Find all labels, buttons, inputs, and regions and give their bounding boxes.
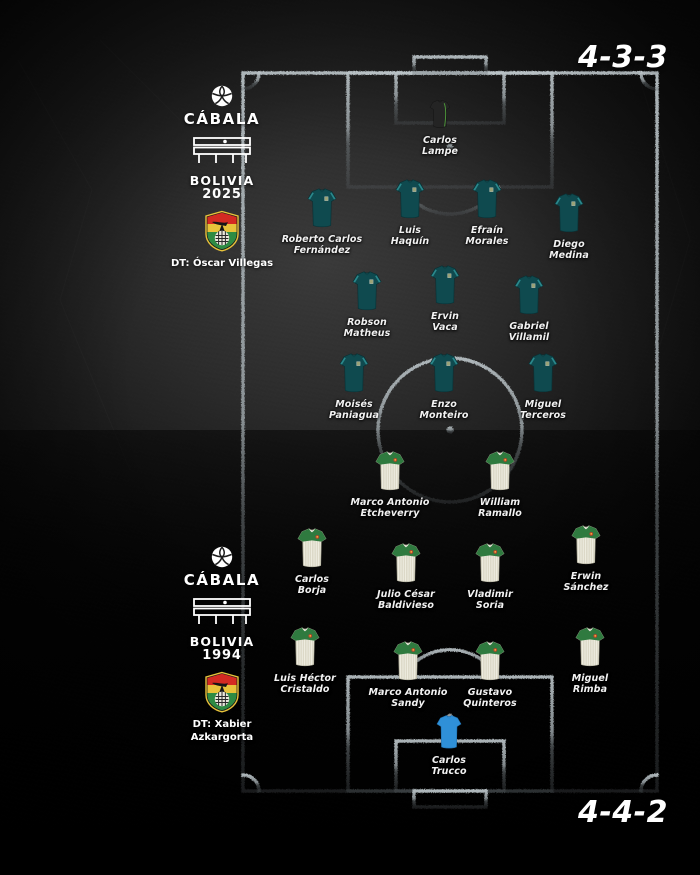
player-name: Miguel Rimba: [571, 673, 609, 696]
player-shirt-icon: [353, 638, 463, 684]
player-shirt-icon: [299, 350, 409, 396]
player-name: Erwin Sánchez: [563, 571, 609, 594]
player-name: Robson Matheus: [343, 317, 391, 340]
player-card[interactable]: Carlos Borja: [257, 525, 367, 596]
player-shirt-icon: [390, 262, 500, 308]
player-card[interactable]: Miguel Terceros: [488, 350, 598, 421]
brand-label-2025: CÁBALA: [183, 110, 261, 128]
player-name: Efraín Morales: [465, 225, 509, 248]
player-name: Julio César Baldivieso: [377, 589, 435, 612]
team-panel-1994: CÁBALA BOLIVIA 1994: [170, 545, 274, 745]
player-card[interactable]: Moisés Paniagua: [299, 350, 409, 421]
country-label-1994: BOLIVIA: [189, 634, 255, 649]
bolivia-crest-icon: [205, 672, 239, 713]
player-card[interactable]: Julio César Baldivieso: [351, 540, 461, 611]
player-name: Gustavo Quinteros: [463, 687, 517, 710]
player-card[interactable]: Ervin Vaca: [390, 262, 500, 333]
bolivia-crest-icon: [205, 211, 239, 252]
player-card[interactable]: Luis Haquín: [355, 176, 465, 247]
player-card[interactable]: Efraín Morales: [432, 176, 542, 247]
player-shirt-icon: [257, 525, 367, 571]
player-card[interactable]: Luis Héctor Cristaldo: [250, 624, 360, 695]
player-name: Vladimir Soria: [467, 589, 513, 612]
year-label-2025: 2025: [202, 187, 242, 203]
player-card[interactable]: Marco Antonio Etcheverry: [335, 448, 445, 519]
player-name: Ervin Vaca: [431, 311, 459, 334]
coach-label-1994: DT: Xabier Azkargorta: [190, 719, 254, 744]
formation-top: 4-3-3: [577, 40, 668, 75]
player-name: Diego Medina: [549, 239, 589, 262]
year-label-1994: 1994: [202, 648, 242, 664]
player-name: Carlos Lampe: [421, 135, 459, 158]
player-name: Marco Antonio Etcheverry: [350, 497, 430, 520]
player-name: Miguel Terceros: [519, 399, 567, 422]
player-shirt-icon: [351, 540, 461, 586]
player-shirt-icon: [488, 350, 598, 396]
player-name: William Ramallo: [478, 497, 522, 520]
player-name: Marco Antonio Sandy: [368, 687, 448, 710]
player-card[interactable]: Carlos Trucco: [394, 712, 504, 777]
player-shirt-icon: [250, 624, 360, 670]
football-icon: [211, 85, 233, 107]
player-card[interactable]: Gustavo Quinteros: [435, 638, 545, 709]
football-icon: [211, 546, 233, 568]
coach-label-2025: DT: Óscar Villegas: [170, 258, 274, 270]
player-name: Carlos Borja: [294, 574, 330, 597]
player-shirt-icon: [394, 712, 504, 752]
player-shirt-icon: [335, 448, 445, 494]
player-shirt-icon: [385, 96, 495, 132]
player-name: Roberto Carlos Fernández: [281, 234, 363, 257]
player-card[interactable]: Carlos Lampe: [385, 96, 495, 157]
player-shirt-icon: [535, 624, 645, 670]
player-card[interactable]: Miguel Rimba: [535, 624, 645, 695]
player-name: Luis Haquín: [390, 225, 430, 248]
player-shirt-icon: [267, 185, 377, 231]
player-shirt-icon: [531, 522, 641, 568]
player-name: Enzo Monteiro: [419, 399, 469, 422]
player-shirt-icon: [355, 176, 465, 222]
player-name: Gabriel Villamil: [508, 321, 550, 344]
player-shirt-icon: [474, 272, 584, 318]
player-shirt-icon: [432, 176, 542, 222]
bench-icon: [193, 137, 251, 163]
player-card[interactable]: Enzo Monteiro: [389, 350, 499, 421]
player-shirt-icon: [389, 350, 499, 396]
bench-icon: [193, 598, 251, 624]
player-card[interactable]: Vladimir Soria: [435, 540, 545, 611]
player-name: Carlos Trucco: [431, 755, 467, 778]
player-shirt-icon: [514, 190, 624, 236]
player-card[interactable]: Marco Antonio Sandy: [353, 638, 463, 709]
formation-bottom: 4-4-2: [577, 795, 668, 830]
player-card[interactable]: Diego Medina: [514, 190, 624, 261]
player-card[interactable]: Roberto Carlos Fernández: [267, 185, 377, 256]
country-label-2025: BOLIVIA: [189, 173, 255, 188]
player-shirt-icon: [445, 448, 555, 494]
player-name: Luis Héctor Cristaldo: [274, 673, 336, 696]
player-card[interactable]: William Ramallo: [445, 448, 555, 519]
team-panel-2025: CÁBALA BOLIVIA 2025: [170, 84, 274, 271]
player-card[interactable]: Erwin Sánchez: [531, 522, 641, 593]
player-shirt-icon: [435, 540, 545, 586]
player-shirt-icon: [312, 268, 422, 314]
player-card[interactable]: Robson Matheus: [312, 268, 422, 339]
player-name: Moisés Paniagua: [329, 399, 379, 422]
player-shirt-icon: [435, 638, 545, 684]
player-card[interactable]: Gabriel Villamil: [474, 272, 584, 343]
brand-label-1994: CÁBALA: [183, 571, 261, 589]
